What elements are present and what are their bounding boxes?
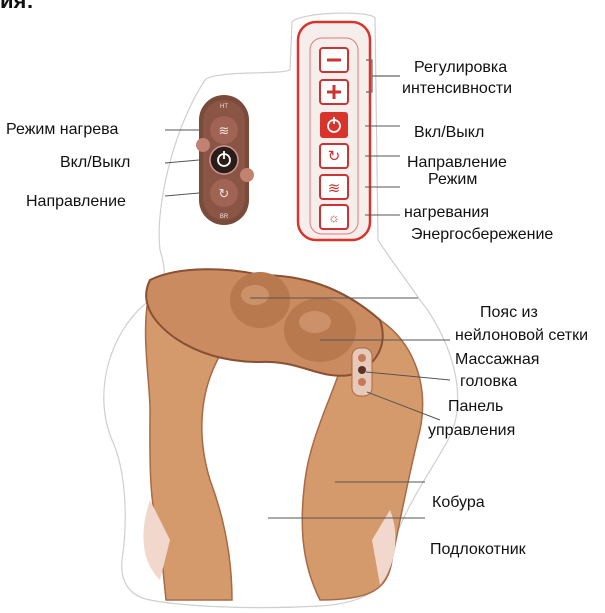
bulb-icon: ☼: [328, 210, 340, 225]
label-heat-mode: Режим нагрева: [6, 121, 118, 139]
label-head-2: головка: [460, 373, 517, 391]
label-heat-1: Режим: [428, 171, 477, 189]
label-direction-large: Направление: [407, 154, 507, 172]
massager: [143, 269, 422, 600]
panel-button-1: [358, 354, 366, 362]
side-knob-left: [196, 138, 210, 152]
power-button: [210, 146, 238, 174]
remote-small-bottom-mark-text: BR: [220, 214, 229, 220]
label-mesh-2: нейлоновой сетки: [455, 327, 588, 345]
label-intensity-1: Регулировка: [414, 59, 507, 77]
heat-icon-large: ≋: [328, 180, 341, 197]
label-direction-small: Направление: [26, 193, 126, 211]
panel-button-2: [358, 366, 366, 374]
direction-icon: ↻: [219, 186, 230, 201]
direction-icon-large: ↻: [328, 148, 341, 165]
label-energy-saving: Энергосбережение: [411, 226, 553, 244]
power-button-large: [320, 112, 348, 138]
remote-large: ↻ ≋ ☼: [298, 22, 400, 240]
remote-small-top-mark-text: HT: [220, 104, 228, 110]
label-head-1: Массажная: [455, 351, 539, 369]
heat-wave-icon: ≋: [219, 123, 230, 138]
label-power-small: Вкл/Выкл: [60, 154, 130, 172]
remote-small: ≋ ↻: [196, 95, 254, 225]
label-panel-1: Панель: [448, 398, 503, 416]
label-panel-2: управления: [428, 422, 515, 440]
label-holster: Кобура: [432, 494, 485, 512]
label-intensity-2: интенсивности: [402, 80, 512, 98]
label-mesh-1: Пояс из: [480, 304, 538, 322]
panel-button-3: [358, 378, 366, 386]
label-armrest: Подлокотник: [430, 541, 526, 559]
side-knob-right: [240, 168, 254, 182]
label-heat-2: нагревания: [404, 204, 489, 222]
label-power-large: Вкл/Выкл: [414, 124, 484, 142]
